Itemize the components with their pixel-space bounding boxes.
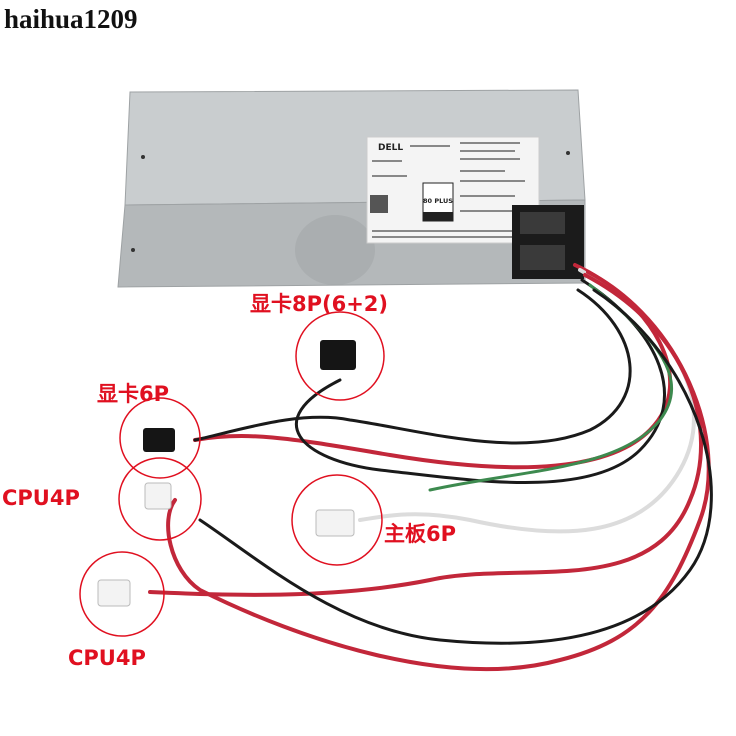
80-plus-badge-text: 80 PLUS	[423, 197, 453, 205]
callout-label-gpu-8p: 显卡8P(6+2)	[250, 292, 389, 316]
cpu-4p-connector-2	[97, 579, 131, 607]
motherboard-6p-connector	[315, 509, 355, 537]
callout-label-gpu-6p: 显卡6P	[97, 382, 170, 406]
callout-label-motherboard-6p: 主板6P	[384, 522, 457, 546]
callout-circle-motherboard-6p	[291, 474, 383, 566]
cpu-4p-connector-1	[144, 482, 172, 510]
watermark: haihua1209	[4, 4, 138, 34]
callout-circle-cpu-4p-2	[79, 551, 165, 637]
callout-circle-cpu-4p-1	[118, 457, 202, 541]
psu-spec-label: DELL 80 PLUS	[366, 136, 540, 244]
callout-circle-gpu-8p	[295, 311, 385, 401]
dell-logo: DELL	[378, 143, 403, 153]
psu-fan-grille	[512, 205, 584, 279]
callout-label-cpu-4p-2: CPU4P	[68, 646, 146, 670]
callout-circle-gpu-6p	[119, 397, 201, 479]
cable-bundle	[148, 263, 713, 672]
callout-label-cpu-4p-1: CPU4P	[2, 486, 80, 510]
gpu-6p-connector	[143, 428, 175, 452]
gpu-8p-connector	[320, 340, 356, 370]
psu-chassis	[117, 89, 586, 288]
